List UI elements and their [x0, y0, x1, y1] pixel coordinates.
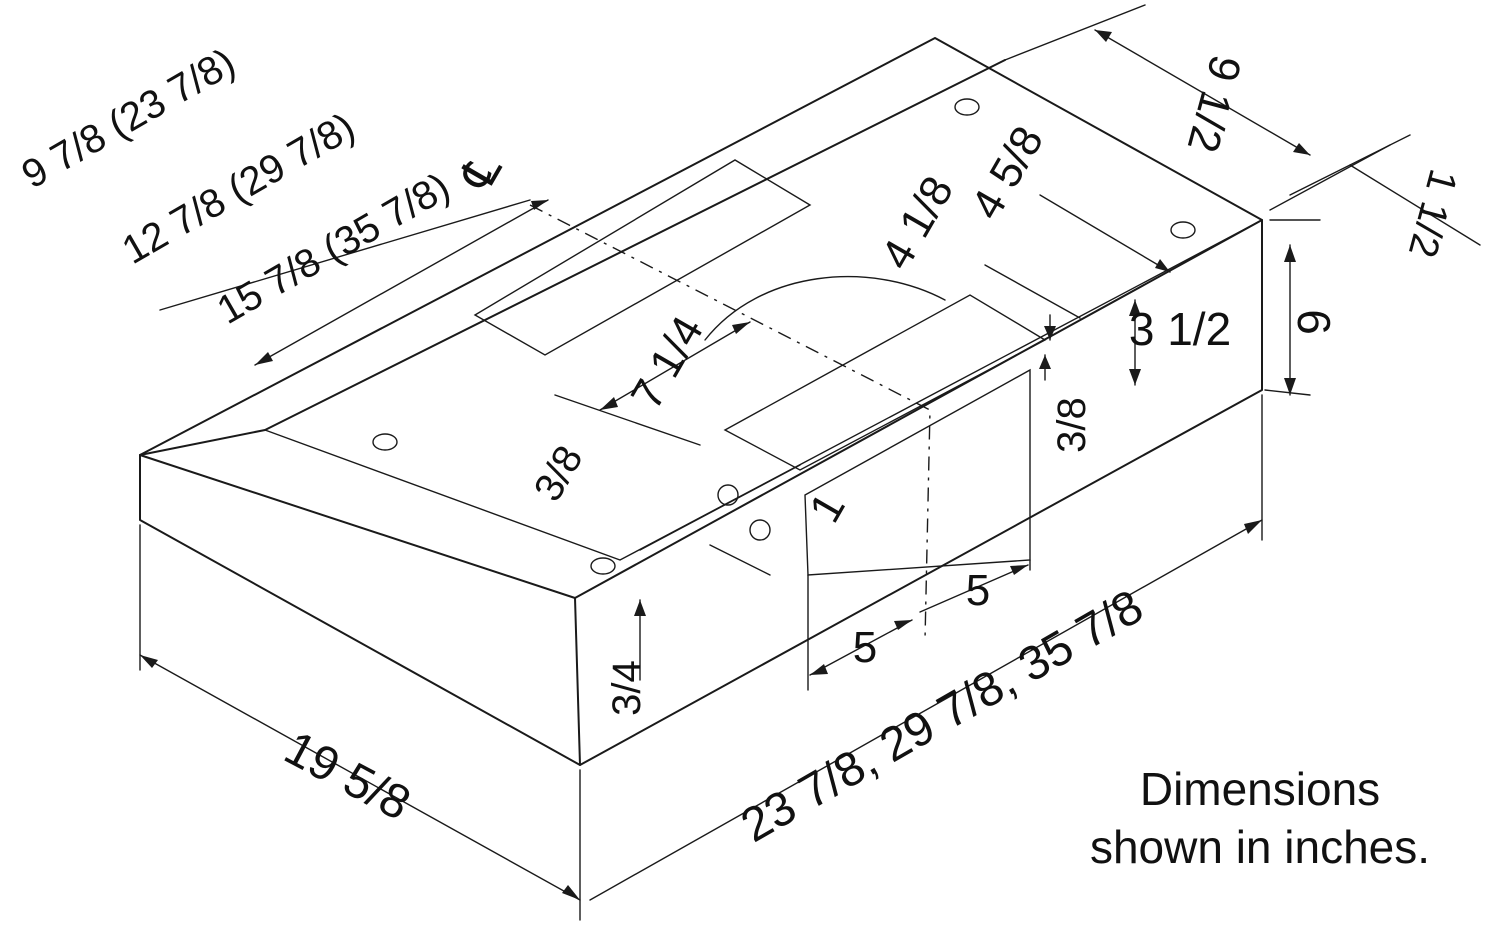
keyhole-right-icon: [1170, 221, 1196, 239]
dimension-lines: [139, 4, 1481, 921]
top-features: [473, 159, 1047, 641]
wire-left-label: 5: [853, 623, 877, 672]
keyhole-left-icon: [372, 433, 398, 451]
arrowheads: [140, 30, 1310, 900]
units-note: Dimensions shown in inches.: [1040, 760, 1480, 876]
front-lip-label: 3/4: [605, 660, 649, 716]
hood-front-bevel: [139, 59, 1006, 766]
hood-body: [139, 37, 1263, 766]
wiring-hole-b-icon: [749, 519, 771, 541]
units-note-line-1: Dimensions: [1139, 763, 1381, 815]
filter-panel-front: [723, 294, 1047, 471]
wire-right-label: 5: [966, 566, 990, 615]
centerline-symbol: ℄: [450, 146, 512, 200]
duct-depth-label: 3 1/2: [1129, 303, 1231, 355]
centerline-dashed: [529, 204, 931, 641]
keyhole-front-icon: [590, 557, 616, 575]
knockout-label: 7 1/4: [622, 308, 713, 417]
mounting-keyholes: [372, 98, 1196, 575]
light-lens: [804, 368, 1031, 576]
keyhole-rear-icon: [954, 98, 980, 116]
hood-front-face: [139, 219, 1263, 766]
hole-spacing-label: 1: [800, 485, 855, 531]
duct-top-depth-label: 9 1/2: [1178, 50, 1251, 157]
top-offset-label: 1 1/2: [1400, 165, 1466, 262]
units-note-line-2: shown in inches.: [1089, 821, 1431, 873]
duct-offset-a-label: 4 1/8: [872, 168, 963, 277]
duct-offset-b-label: 4 5/8: [962, 118, 1053, 227]
filter-panel-rear: [473, 159, 812, 356]
duct-knockout-arc: [704, 276, 946, 341]
centerline-small-label: 9 7/8 (23 7/8): [14, 40, 242, 197]
height-label: 6: [1288, 309, 1340, 335]
duct-lip-label: 3/8: [1050, 397, 1094, 453]
hood-bevel-edge: [264, 219, 1263, 561]
wiring-hole-a-icon: [717, 484, 739, 506]
hole-offset-label: 3/8: [526, 438, 592, 508]
depth-label: 19 5/8: [276, 722, 419, 831]
